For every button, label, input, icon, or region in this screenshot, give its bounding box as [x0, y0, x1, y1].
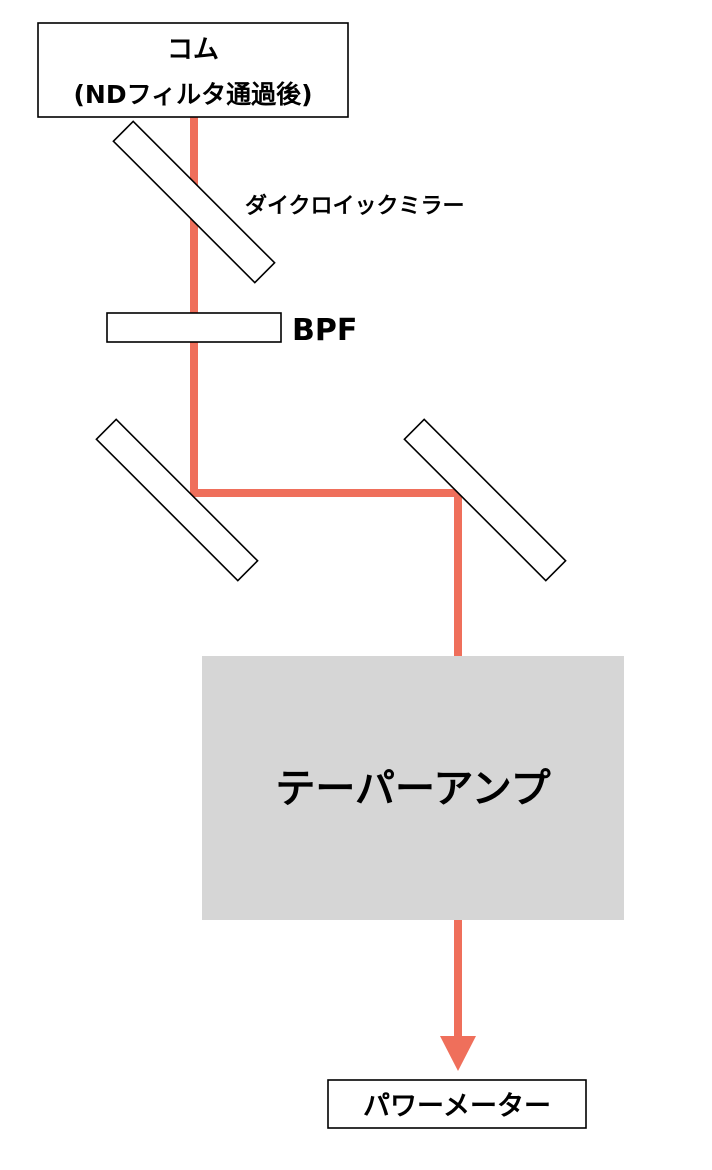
comb-source-box: コム (NDフィルタ通過後)	[37, 22, 349, 118]
power-meter-frame	[327, 1079, 587, 1129]
tapered-amplifier-box	[202, 656, 624, 920]
folding-mirror-right-element	[403, 418, 567, 582]
comb-source-frame	[37, 22, 349, 118]
folding-mirror-left-element	[95, 418, 259, 582]
folding-mirror-right	[403, 418, 567, 582]
comb-source-sublabel: (NDフィルタ通過後)	[73, 80, 312, 109]
bpf-label: BPF	[292, 313, 357, 348]
power-meter-box: パワーメーター	[327, 1079, 587, 1129]
comb-source-label: コム	[167, 35, 219, 65]
power-meter-label: パワーメーター	[363, 1091, 551, 1122]
tapered-amplifier-label: テーパーアンプ	[275, 766, 550, 812]
tapered-amplifier: テーパーアンプ	[202, 656, 624, 920]
laser-beam	[190, 117, 476, 1071]
band-pass-filter: BPF	[106, 312, 357, 348]
bpf-element	[106, 312, 282, 343]
dichroic-mirror: ダイクロイックミラー	[112, 120, 465, 284]
dichroic-mirror-element	[112, 120, 276, 284]
folding-mirror-left	[95, 418, 259, 582]
beam-arrowhead	[440, 1036, 476, 1071]
dichroic-mirror-label: ダイクロイックミラー	[245, 193, 465, 219]
